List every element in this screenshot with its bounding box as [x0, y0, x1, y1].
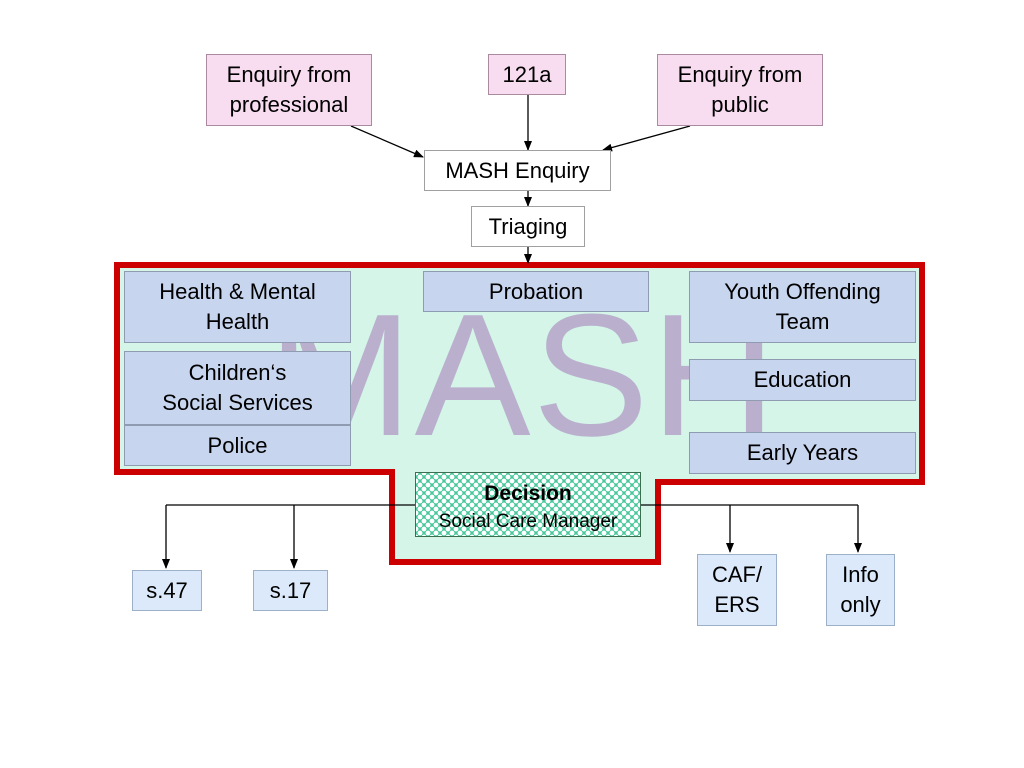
decision-title: Decision [484, 482, 572, 505]
arrow-public-to-mash-enquiry [602, 125, 691, 152]
agency-health-mental-health: Health & Mental Health [124, 271, 351, 343]
agency-education: Education [689, 359, 916, 401]
outcome-info-only: Info only [826, 554, 895, 626]
enquiry-from-public-box: Enquiry from public [657, 54, 823, 126]
arrow-professional-to-mash-enquiry [350, 125, 424, 158]
triaging-box: Triaging [471, 206, 585, 247]
decision-box: Decision Social Care Manager [415, 472, 641, 537]
agency-police: Police [124, 425, 351, 466]
outcome-caf-ers: CAF/ ERS [697, 554, 777, 626]
agency-early-years: Early Years [689, 432, 916, 474]
agency-youth-offending-team: Youth Offending Team [689, 271, 916, 343]
form-121a-box: 121a [488, 54, 566, 95]
outcome-s47: s.47 [132, 570, 202, 611]
mash-enquiry-box: MASH Enquiry [424, 150, 611, 191]
decision-subtitle: Social Care Manager [438, 511, 618, 532]
outcome-s17: s.17 [253, 570, 328, 611]
enquiry-from-professional-box: Enquiry from professional [206, 54, 372, 126]
agency-childrens-social-services: Children‘s Social Services [124, 351, 351, 425]
agency-probation: Probation [423, 271, 649, 312]
